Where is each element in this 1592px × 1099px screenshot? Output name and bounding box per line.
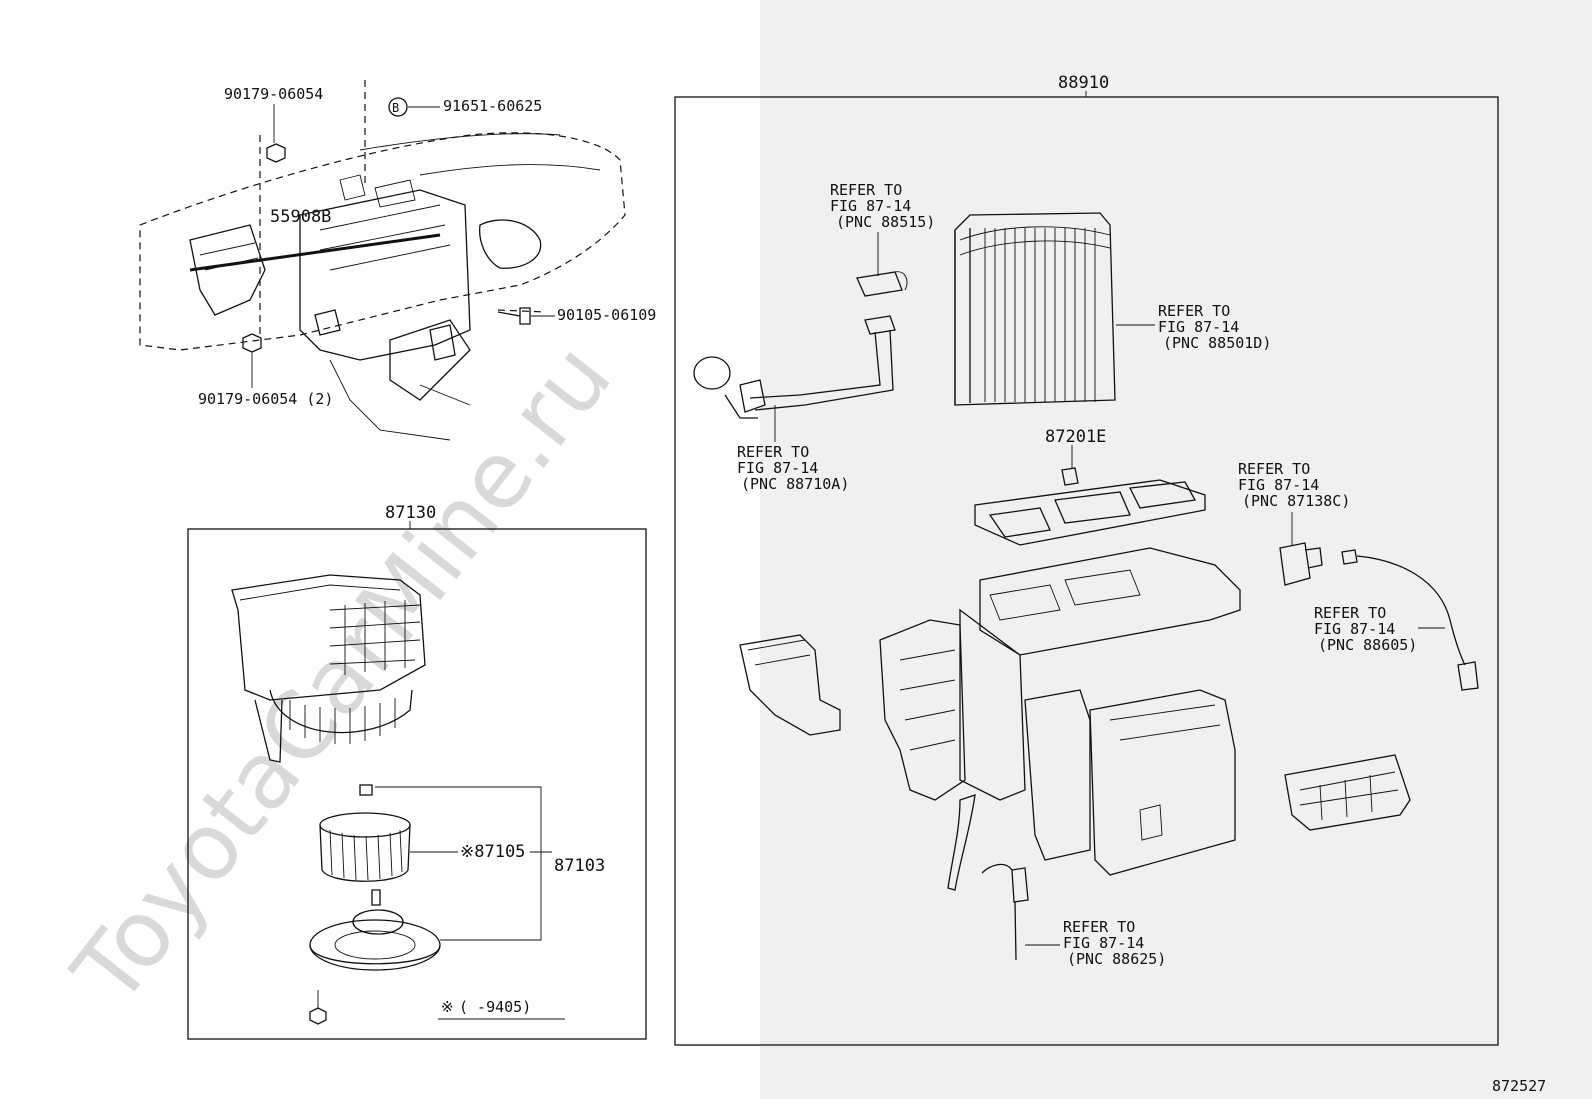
footnote-marker: ※ [441,998,454,1016]
label-bolt-bottom: 90179-06054 (2) [198,390,333,408]
evaporator-illustration [954,212,1116,406]
label-case: 87201E [1045,427,1106,447]
blower-assy-frame [187,528,647,1040]
dashboard-labels: 90179-06054 B 91651-60625 55908B 90105-0… [198,85,656,408]
blower-assy-group: 87130 ※87105 [187,503,647,1040]
label-fan: ※87105 [460,842,525,862]
sensor-illustration [981,863,1029,961]
motor-illustration [309,889,441,971]
valve-pipe-illustration [693,271,908,419]
label-bolt-top: 90179-06054 [224,85,323,103]
blower-housing [231,574,426,763]
label-motor-assy: 87103 [554,856,605,876]
heater-assy-group: 88910 [674,73,1499,1046]
resistor-illustration [1279,542,1323,586]
harness-illustration [1341,549,1479,691]
footnote-range: ( -9405) [459,998,531,1016]
heater-main-unit [879,547,1241,891]
screw-b-marker: B [388,97,408,117]
diagram-id: 872527 [1492,1077,1546,1095]
bolt-icon [497,307,531,325]
heater-assy-part-no: 88910 [1058,73,1109,93]
nut-icon [266,143,286,163]
blower-assy-part-no: 87130 [385,503,436,523]
watermark-text: ToyotaCarMine.ru [52,324,632,1024]
label-screw-b: 91651-60625 [443,97,542,115]
dashboard-illustration [139,80,626,441]
fan-wheel-illustration [319,784,411,882]
label-bolt-right: 90105-06109 [557,306,656,324]
label-duct: 55908B [270,207,331,227]
screw-icon [309,990,327,1025]
bracket-illustration [1284,754,1411,831]
nut-icon [242,333,262,353]
duct-piece-illustration [739,634,841,736]
background-panel [760,0,1592,1099]
heater-case-upper [974,445,1206,546]
heater-assy-frame [674,96,1499,1046]
svg-text:B: B [392,101,399,115]
